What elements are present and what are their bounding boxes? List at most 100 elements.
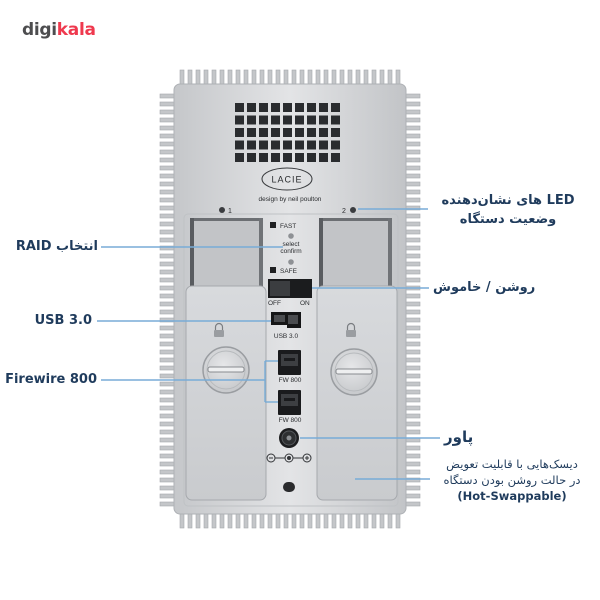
vent-hole	[307, 115, 316, 125]
polarity-center-dot	[287, 456, 291, 460]
vent-hole	[319, 153, 328, 162]
vent-hole	[307, 153, 316, 162]
handle-slot	[207, 366, 245, 373]
safe-indicator	[270, 267, 276, 273]
slot-shadow-left	[319, 218, 323, 293]
firewire-port-tongue	[284, 398, 295, 401]
vent-hole	[283, 140, 292, 150]
on-label: ON	[300, 300, 310, 307]
vent-hole	[271, 128, 280, 137]
vent-hole	[331, 103, 340, 112]
vent-hole	[247, 115, 256, 125]
vent-hole	[235, 153, 244, 162]
power-switch: OFF ON	[268, 279, 312, 307]
vent-hole	[259, 115, 268, 125]
vent-hole	[247, 128, 256, 137]
firewire-port-2: FW 800	[278, 390, 302, 424]
vent-hole	[259, 128, 268, 137]
vent-hole	[247, 140, 256, 150]
logo-kala: kala	[56, 20, 96, 40]
cooling-fins	[159, 69, 421, 529]
vent-hole	[259, 140, 268, 150]
vent-hole	[295, 103, 304, 112]
vent-hole	[331, 115, 340, 125]
power-annotation: پاور	[444, 428, 474, 446]
designer-credit: design by neil poulton	[259, 196, 322, 203]
vent-hole	[235, 115, 244, 125]
vent-hole	[283, 153, 292, 162]
handle-slot	[335, 368, 373, 375]
vent-hole	[283, 128, 292, 137]
lock-icon	[214, 322, 224, 337]
vent-hole	[307, 128, 316, 137]
vent-hole	[295, 115, 304, 125]
vent-hole	[319, 115, 328, 125]
vent-hole	[235, 140, 244, 150]
raid-led-top	[288, 233, 294, 239]
slot-shadow-right	[259, 218, 263, 293]
vent-hole	[295, 153, 304, 162]
vent-hole	[295, 140, 304, 150]
raid-select-annotation: انتخاب RAID	[15, 239, 98, 254]
slot-shadow-left	[190, 218, 194, 293]
power-switch-annotation: روشن / خاموش	[433, 280, 536, 295]
bay-2-label: 2	[342, 208, 346, 215]
vent-hole	[307, 103, 316, 112]
status-leds-line-1: LED های نشان‌دهنده	[441, 193, 575, 208]
lock-body	[346, 330, 356, 337]
vent-hole	[259, 153, 268, 162]
drive-bay-1	[185, 218, 267, 501]
security-slot	[283, 482, 295, 492]
usb-port-contact	[288, 315, 298, 324]
hot-swap-annotation: دیسک‌هایی با قابلیت تعویض در حالت روشن ب…	[430, 456, 594, 504]
handle-inner	[334, 352, 374, 392]
vent-hole	[283, 103, 292, 112]
tray-handle	[330, 348, 378, 396]
hot-swap-line-2: در حالت روشن بودن دستگاه	[443, 473, 581, 487]
usb-port-label: USB 3.0	[274, 333, 299, 340]
raid-led-bottom	[288, 259, 294, 265]
status-leds-annotation: LED های نشان‌دهنده وضعیت دستگاه	[428, 191, 588, 229]
status-leds-line-2: وضعیت دستگاه	[459, 212, 557, 227]
vent-hole	[307, 140, 316, 150]
lock-icon	[346, 322, 356, 337]
leader-lines	[97, 208, 440, 480]
polarity-plus	[302, 453, 312, 463]
lock-shackle	[346, 322, 356, 330]
bay-1-led	[219, 207, 225, 213]
logo-oval	[261, 167, 313, 191]
vent-hole	[235, 103, 244, 112]
vent-hole	[271, 115, 280, 125]
logo-text: LACIE	[271, 175, 302, 185]
tray-handle	[202, 346, 250, 394]
vent-grid	[235, 103, 340, 162]
drive-bay-2	[316, 218, 398, 501]
vent-hole	[331, 128, 340, 137]
fast-label: FAST	[280, 223, 296, 230]
firewire-annotation: Firewire 800	[5, 372, 97, 387]
hot-swap-line-3: (Hot-Swappable)	[457, 489, 567, 503]
vent-hole	[319, 128, 328, 137]
vent-hole	[295, 128, 304, 137]
lacie-logo: LACIE	[261, 167, 313, 191]
firewire-port-1-label: FW 800	[279, 377, 302, 384]
vent-hole	[271, 153, 280, 162]
firewire-port-tongue	[284, 358, 295, 361]
vent-hole	[331, 153, 340, 162]
usb-port: USB 3.0	[271, 312, 301, 340]
bay-slot	[319, 218, 392, 293]
vent-hole	[271, 103, 280, 112]
fast-indicator	[270, 222, 276, 228]
slot-shadow-right	[388, 218, 392, 293]
bay-slot	[190, 218, 263, 293]
vent-hole	[319, 140, 328, 150]
lock-body	[214, 330, 224, 337]
vent-hole	[283, 115, 292, 125]
vent-hole	[271, 140, 280, 150]
handle-inner	[206, 350, 246, 390]
firewire-port-2-label: FW 800	[279, 417, 302, 424]
vent-hole	[259, 103, 268, 112]
bay-panel-outline	[183, 213, 399, 507]
